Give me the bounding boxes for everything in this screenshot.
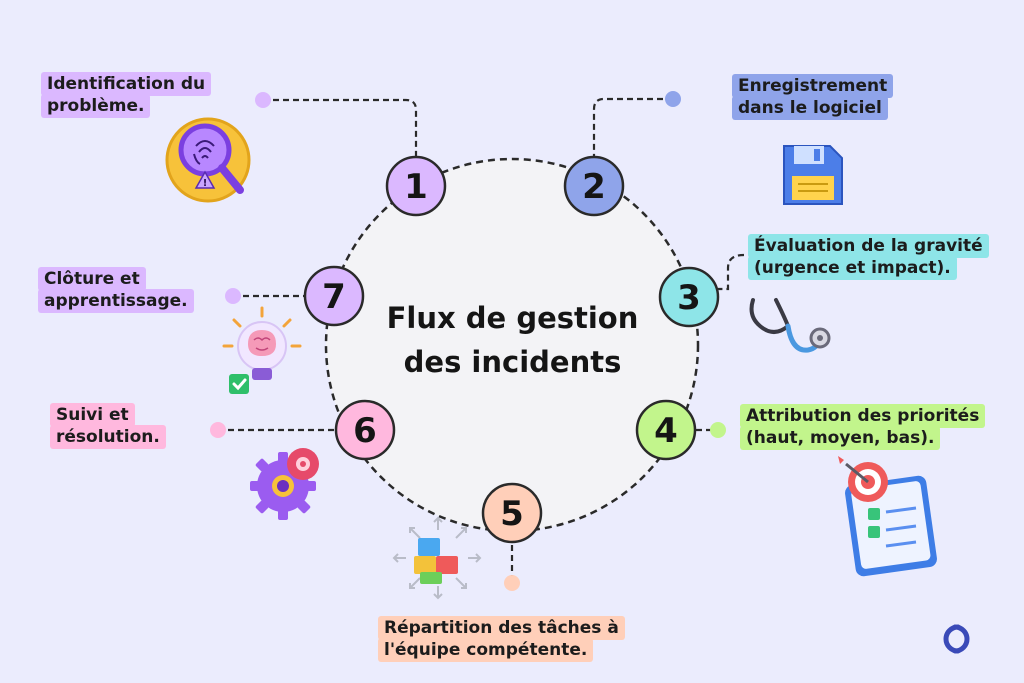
floppy-disk-icon [783,145,843,205]
step-label-6-line-2: résolution. [50,425,166,449]
endpoint-dot-7 [225,288,241,304]
title-line-1: Flux de gestion [386,301,639,335]
endpoint-dot-5 [504,575,520,591]
step-label-7: Clôture et apprentissage. [38,267,194,313]
step-number-6: 6 [353,411,377,451]
title-line-2: des incidents [403,345,622,379]
step-label-1-line-1: Identification du [41,72,212,96]
step-number-1: 1 [404,167,428,207]
lightbulb-brain-icon [222,306,302,394]
step-label-5-line-2: l'équipe compétente. [378,638,594,662]
step-node-3: 3 [658,266,720,328]
connector-3 [718,253,745,291]
connector-1 [263,98,418,157]
stethoscope-icon [749,298,831,353]
step-node-1: 1 [385,155,447,217]
endpoint-dot-4 [710,422,726,438]
step-label-7-line-1: Clôture et [38,267,146,291]
step-label-5-line-1: Répartition des tâches à [378,616,625,640]
endpoint-dot-1 [255,92,271,108]
connectors [218,97,745,580]
chain-link-logo-icon [943,624,970,654]
step-number-3: 3 [677,278,701,318]
step-label-2: Enregistrement dans le logiciel [732,74,894,120]
connector-2 [592,97,673,157]
step-label-4-line-2: (haut, moyen, bas). [740,426,941,450]
step-label-3: Évaluation de la gravité (urgence et imp… [748,234,989,280]
step-node-4: 4 [635,399,697,461]
step-number-5: 5 [500,494,524,534]
endpoint-dot-6 [210,422,226,438]
fingerprint-magnifier-icon: ! [165,117,251,203]
diagram-title: Flux de gestion des incidents [340,296,685,384]
step-label-2-line-1: Enregistrement [732,74,894,98]
step-label-5: Répartition des tâches à l'équipe compét… [378,616,625,662]
step-label-6-line-1: Suivi et [50,403,135,427]
step-number-4: 4 [654,411,678,451]
gears-icon [250,448,319,520]
target-clipboard-icon [838,456,937,577]
step-label-4-line-1: Attribution des priorités [740,404,986,428]
step-node-6: 6 [334,399,396,461]
step-label-3-line-2: (urgence et impact). [748,256,957,280]
step-label-1: Identification du problème. [41,72,212,118]
step-label-3-line-1: Évaluation de la gravité [748,234,989,258]
endpoint-dot-2 [665,91,681,107]
step-number-7: 7 [322,277,346,317]
step-node-7: 7 [303,265,365,327]
step-label-6: Suivi et résolution. [50,403,166,449]
building-blocks-icon [392,516,482,600]
step-number-2: 2 [582,167,606,207]
step-label-1-line-2: problème. [41,94,151,118]
step-label-7-line-2: apprentissage. [38,289,194,313]
step-label-2-line-2: dans le logiciel [732,96,888,120]
step-label-4: Attribution des priorités (haut, moyen, … [740,404,986,450]
svg-text:!: ! [203,178,208,189]
step-node-5: 5 [481,482,543,544]
step-node-2: 2 [563,155,625,217]
